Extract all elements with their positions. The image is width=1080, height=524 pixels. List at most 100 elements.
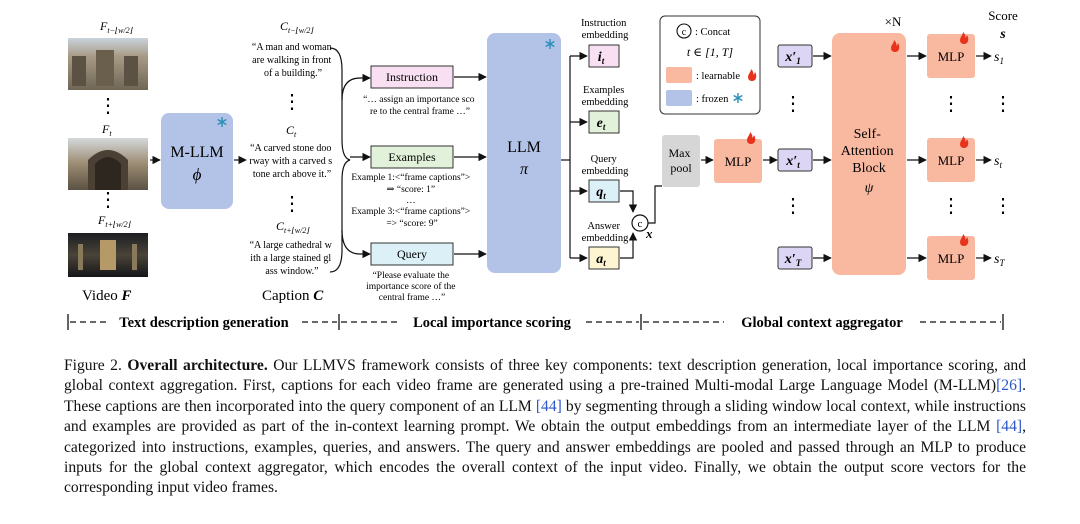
section-local-importance: Local importance scoring: [413, 315, 572, 331]
video-label: Video F: [82, 288, 132, 304]
mlp-T-learnable-icon: [960, 234, 969, 246]
query-embedding-symbol: qt: [596, 185, 606, 201]
x1-box: [777, 44, 813, 68]
section-text-description: Text description generation: [119, 315, 288, 331]
examples-embedding-box: [588, 110, 620, 134]
legend-concat-icon: [676, 23, 692, 39]
local-mlp-learnable-icon: [747, 132, 756, 144]
mllm-box: [161, 113, 233, 209]
xT-symbol: x′T: [784, 252, 802, 268]
local-mlp-box: [714, 139, 762, 183]
a-to-concat: [620, 232, 638, 259]
figure-caption-p1: Our LLMVS framework consists of three ke…: [64, 357, 1027, 395]
attention-label: Self- Attention Block: [841, 127, 897, 176]
score-vector-symbol: s: [999, 27, 1006, 42]
score-dots-1: ⋮: [993, 93, 1013, 115]
x-symbol: x: [645, 226, 653, 241]
mlp-1-learnable-icon: [960, 32, 969, 44]
mlp-T-label: MLP: [938, 251, 965, 266]
examples-text: Example 1:<“frame captions”> ⇒ “score: 1…: [351, 172, 472, 229]
answer-embedding-symbol: at: [596, 252, 606, 268]
frames-dots-1: ⋮: [98, 95, 118, 117]
frames-dots-2: ⋮: [98, 189, 118, 211]
arrow-to-instruction: [341, 73, 371, 101]
arrow-to-query: [341, 229, 371, 259]
instruction-embedding-label: Instruction embedding: [581, 18, 629, 41]
examples-embedding-symbol: et: [597, 116, 606, 132]
figure-caption: Figure 2. Overall architecture. Our LLMV…: [64, 356, 1026, 499]
citation-ref-44-a[interactable]: [44]: [535, 397, 562, 415]
x-dots-2: ⋮: [783, 195, 803, 217]
caption-top-label: Ct−⌊w/2⌋: [280, 19, 314, 35]
answer-embedding-label: Answer embedding: [582, 221, 629, 244]
attention-repeat: ×N: [885, 14, 902, 29]
legend-concat-symbol: c: [682, 27, 687, 38]
xt-symbol: x′t: [785, 154, 800, 170]
legend-concat-label: : Concat: [695, 27, 730, 38]
legend-box: [659, 15, 761, 115]
llm-symbol: π: [520, 161, 529, 178]
caption-bot-label: Ct+⌊w/2⌋: [276, 219, 310, 235]
concat-symbol: c: [638, 218, 643, 230]
caption-dots-2: ⋮: [282, 193, 302, 215]
frame-mid-label: Ft: [101, 122, 112, 138]
caption-top-text: “A man and woman are walking in front of…: [252, 42, 334, 79]
instruction-embedding-symbol: it: [598, 50, 605, 66]
frame-bot-label: Ft+⌊w/2⌋: [97, 213, 132, 229]
instruction-box: [370, 65, 454, 89]
query-box: [370, 242, 454, 266]
x-dots-1: ⋮: [783, 93, 803, 115]
legend-frozen-label: : frozen: [696, 94, 729, 105]
architecture-diagram: Ft−⌊w/2⌋ ⋮ Ft ⋮ Ft+⌊w/2⌋ Video F M-LLM ϕ…: [67, 8, 1018, 331]
caption-dots-1: ⋮: [282, 91, 302, 113]
figure-caption-p2: . These captions are then incorporated i…: [64, 377, 1026, 415]
figure-caption-bold: Overall architecture.: [127, 357, 268, 374]
concat-to-pool: [648, 185, 662, 224]
examples-embedding-label: Examples embedding: [582, 85, 629, 108]
mlp-dots-1: ⋮: [941, 93, 961, 115]
mlp-dots-2: ⋮: [941, 195, 961, 217]
score-t: st: [994, 154, 1002, 170]
mlp-t-learnable-icon: [960, 136, 969, 148]
figure-caption-p4: , categorized into instructions, example…: [64, 418, 1026, 497]
score-dots-2: ⋮: [993, 195, 1013, 217]
q-to-concat: [620, 190, 638, 213]
section-global-context: Global context aggregator: [741, 315, 903, 331]
legend-range: t ∈ [1, T]: [687, 45, 734, 59]
maxpool-label: Max pool: [669, 146, 694, 175]
instruction-embedding-box: [588, 44, 620, 68]
figure-caption-p3: by segmenting through a sliding window l…: [64, 397, 1026, 436]
mlp-T-box: [927, 236, 975, 280]
legend-learnable-label: : learnable: [696, 71, 740, 82]
mllm-title: M-LLM: [170, 144, 223, 161]
frame-bot-image: [68, 233, 148, 277]
mlp-t-label: MLP: [938, 153, 965, 168]
query-embedding-box: [588, 179, 620, 203]
citation-ref-26[interactable]: [26]: [996, 377, 1023, 395]
query-embedding-label: Query embedding: [582, 154, 629, 177]
query-text: “Please evaluate the importance score of…: [366, 271, 458, 303]
legend-learnable-swatch: [666, 67, 692, 83]
figure-caption-label: Figure 2.: [64, 357, 122, 374]
maxpool-box: [662, 135, 700, 187]
llm-title: LLM: [507, 139, 541, 156]
local-mlp-label: MLP: [725, 154, 752, 169]
score-header: Score: [988, 8, 1018, 23]
query-label: Query: [397, 247, 427, 261]
score-1: s1: [994, 50, 1004, 66]
instruction-label: Instruction: [386, 70, 438, 84]
caption-brace: [329, 47, 351, 273]
frame-top-label: Ft−⌊w/2⌋: [99, 19, 134, 35]
caption-mid-text: “A carved stone doo rway with a carved s…: [249, 143, 334, 180]
citation-ref-44-b[interactable]: [44]: [996, 418, 1023, 436]
legend-frozen-swatch: [666, 90, 692, 106]
attention-box: [832, 33, 906, 275]
mllm-symbol: ϕ: [193, 165, 202, 184]
mlp-t-box: [927, 138, 975, 182]
section-divider: [67, 314, 1004, 330]
instruction-text: “… assign an importance sco re to the ce…: [363, 95, 477, 117]
llm-box: [487, 33, 561, 273]
score-T: sT: [994, 252, 1005, 268]
examples-label: Examples: [388, 150, 436, 164]
mlp-1-box: [927, 34, 975, 78]
